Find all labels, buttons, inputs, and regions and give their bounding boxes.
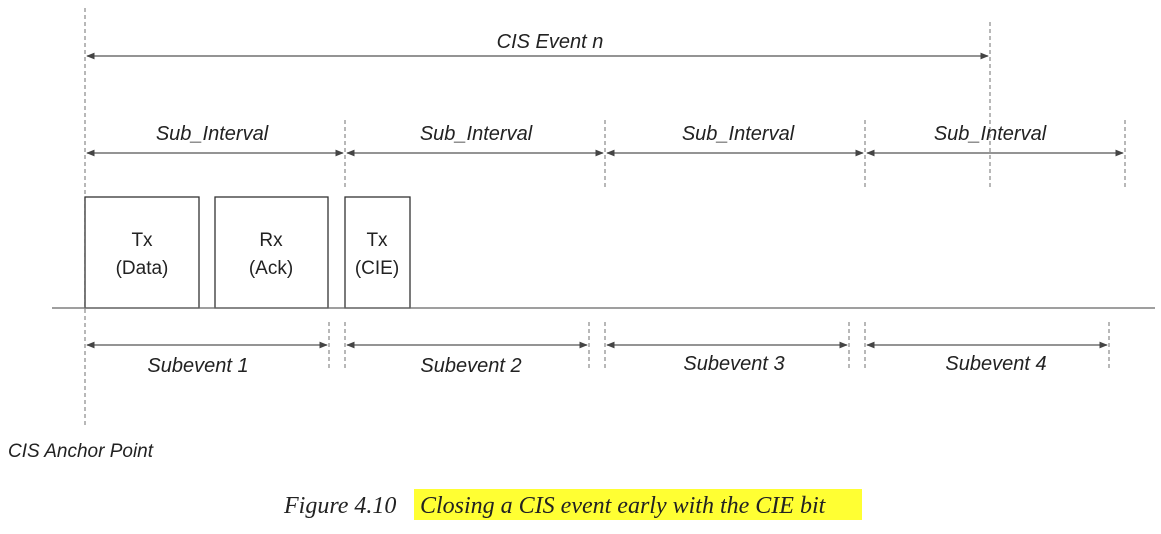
caption-highlight bbox=[414, 489, 862, 520]
packet-tx-cie-line1: Tx bbox=[366, 230, 388, 251]
packet-rx-ack-line1: Rx bbox=[259, 230, 283, 251]
packet-tx-data-line1: Tx bbox=[131, 230, 153, 251]
subevent-label-1: Subevent 1 bbox=[147, 355, 248, 377]
packet-tx-data-line2: (Data) bbox=[116, 258, 169, 279]
sub-interval-label-3: Sub_Interval bbox=[682, 123, 795, 145]
packet-tx-data: Tx (Data) bbox=[84, 196, 200, 309]
sub-interval-label-4: Sub_Interval bbox=[934, 123, 1047, 145]
caption-number: Figure 4.10 bbox=[283, 493, 396, 519]
packet-rx-ack: Rx (Ack) bbox=[214, 196, 329, 309]
subevent-label-3: Subevent 3 bbox=[683, 353, 784, 375]
packet-tx-cie-line2: (CIE) bbox=[355, 258, 399, 279]
subevent-label-4: Subevent 4 bbox=[945, 353, 1046, 375]
event-label: CIS Event n bbox=[497, 31, 604, 53]
subevent-label-2: Subevent 2 bbox=[420, 355, 521, 377]
caption-text: Closing a CIS event early with the CIE b… bbox=[420, 493, 827, 519]
packet-rx-ack-line2: (Ack) bbox=[249, 258, 293, 279]
packet-tx-cie: Tx (CIE) bbox=[344, 196, 411, 309]
sub-interval-label-2: Sub_Interval bbox=[420, 123, 533, 145]
anchor-point-label: CIS Anchor Point bbox=[8, 441, 154, 462]
sub-interval-label-1: Sub_Interval bbox=[156, 123, 269, 145]
